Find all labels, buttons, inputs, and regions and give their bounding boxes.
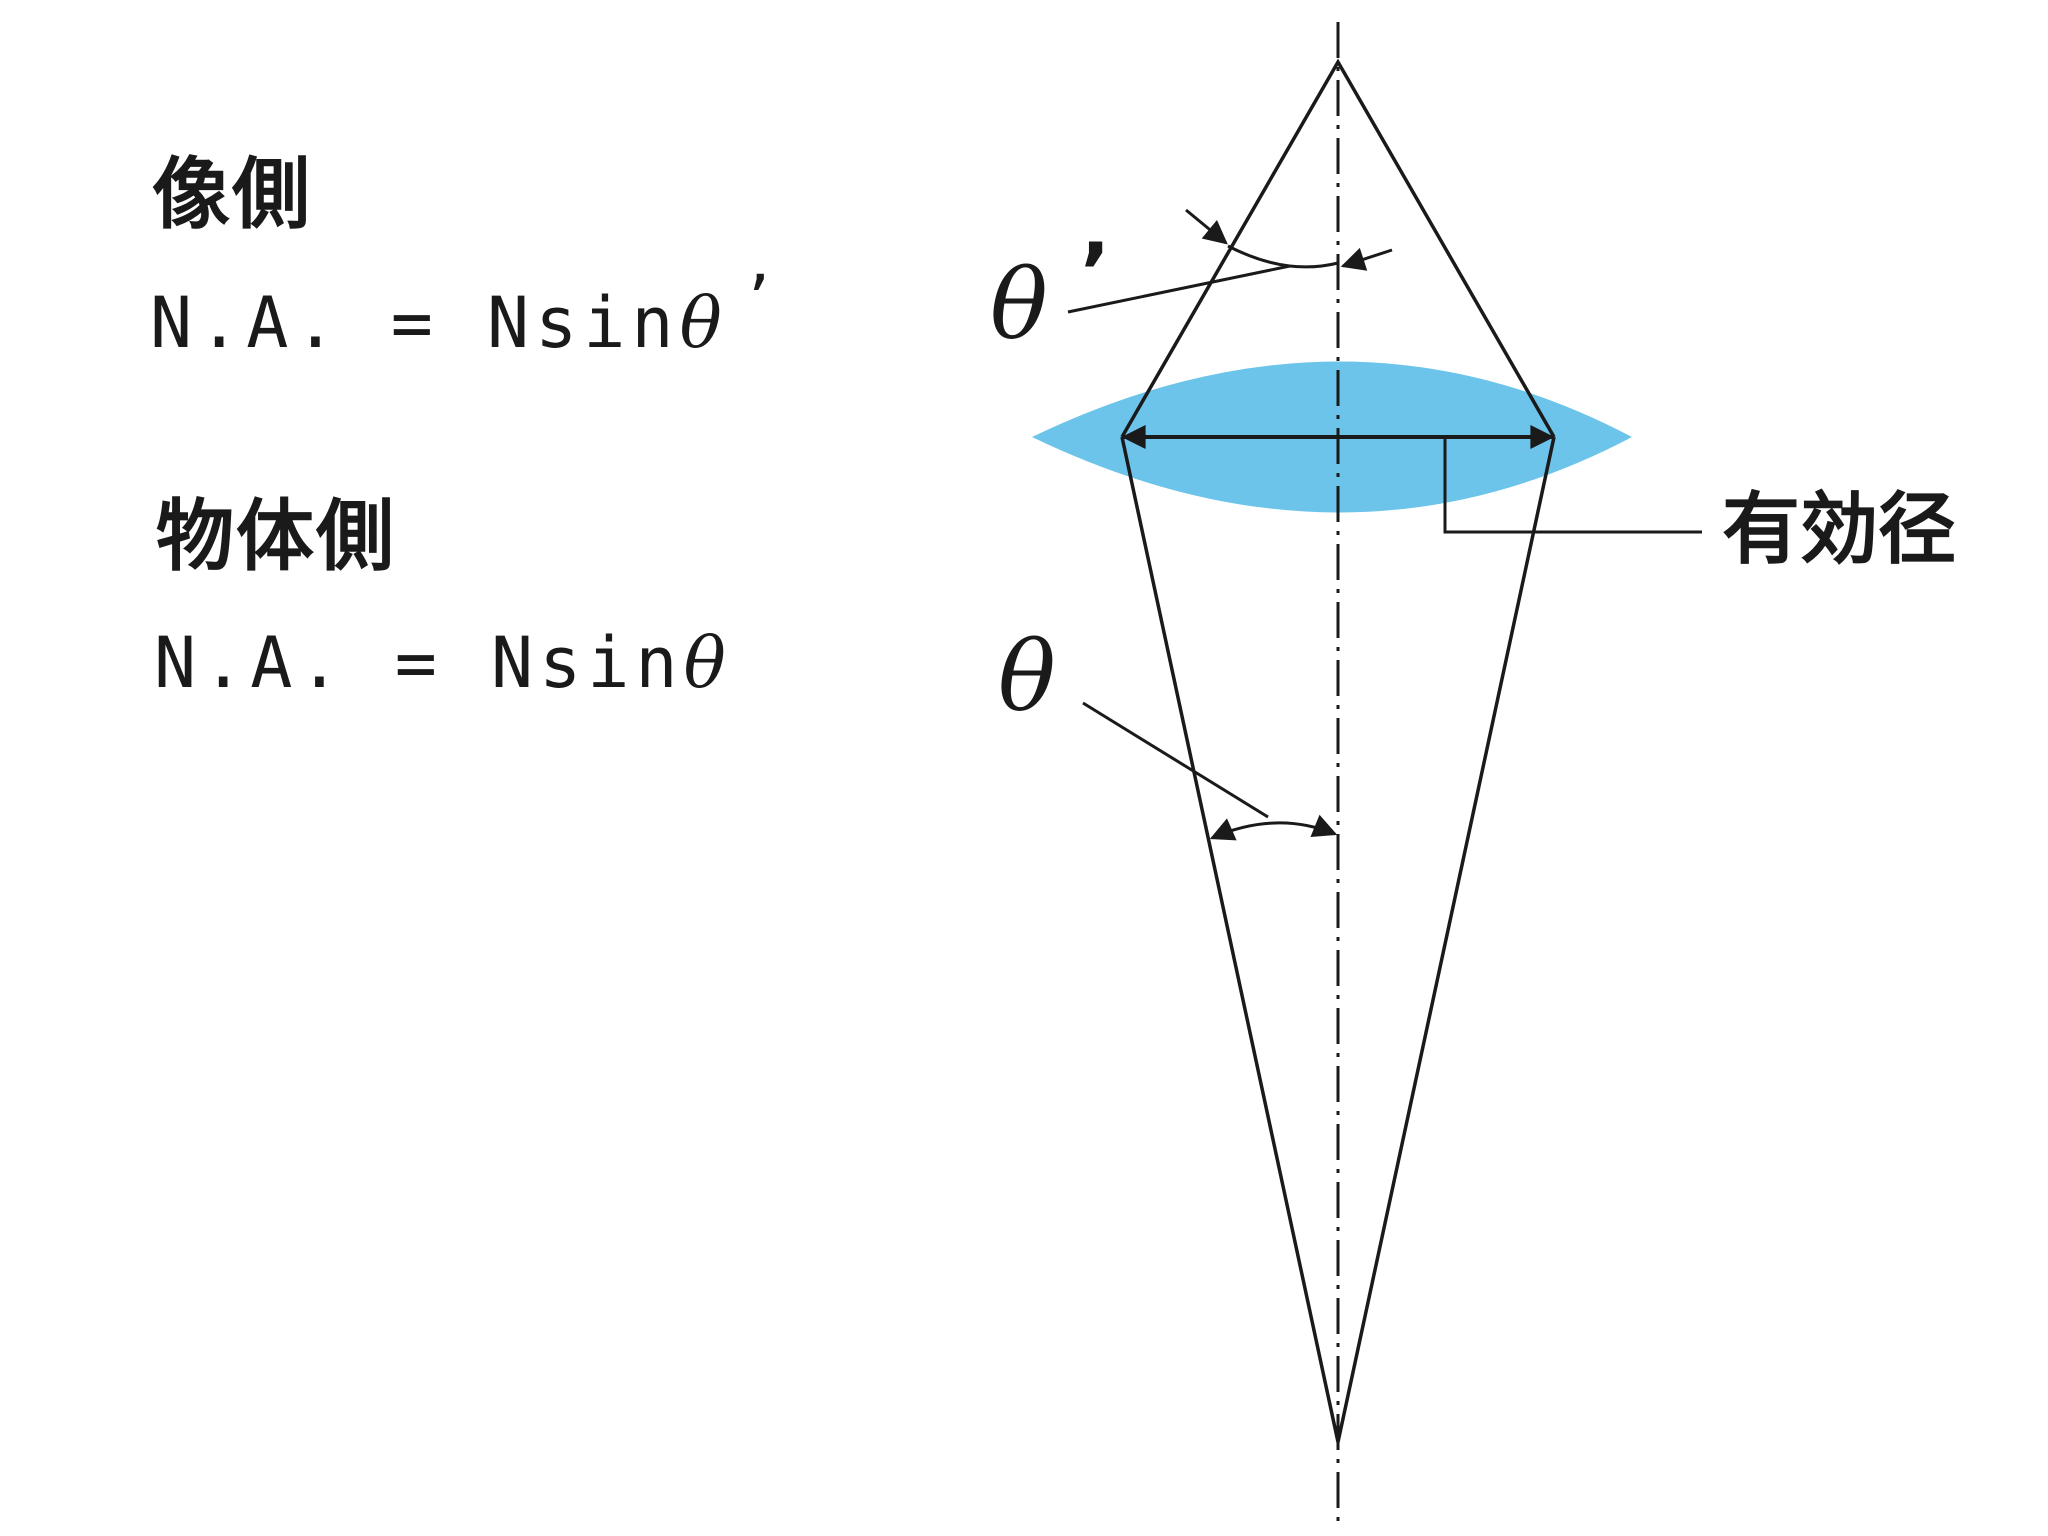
theta-leader <box>1082 701 1269 819</box>
theta-prime-symbol: θ <box>990 249 1048 361</box>
theta-prime-outer-arrow-left <box>1185 208 1228 245</box>
image-side-formula-text: N.A. = Nsin <box>150 282 680 364</box>
object-side-formula-text: N.A. = Nsin <box>154 622 684 704</box>
object-side-formula: N.A. = Nsinθ <box>154 622 726 704</box>
effective-diameter-leader <box>1443 437 1702 534</box>
image-side-theta-symbol: θ <box>679 282 722 364</box>
image-side-heading: 像側 <box>152 150 313 240</box>
effective-diameter-label: 有効径 <box>1722 485 1956 575</box>
theta-angle-arc <box>1209 814 1338 841</box>
theta-prime-angle-arc <box>1227 244 1339 269</box>
theta-prime-mark: ’ <box>1080 226 1110 319</box>
theta-prime-leader <box>1067 264 1291 314</box>
image-side-cone <box>1120 58 1556 438</box>
image-side-prime-mark: ’ <box>747 260 777 342</box>
theta-symbol: θ <box>998 621 1056 733</box>
object-side-heading: 物体側 <box>156 492 397 582</box>
image-side-formula: N.A. = Nsinθ ’ <box>150 260 776 364</box>
theta-prime-outer-arrow-right <box>1340 247 1393 271</box>
object-side-theta-symbol: θ <box>683 622 726 704</box>
